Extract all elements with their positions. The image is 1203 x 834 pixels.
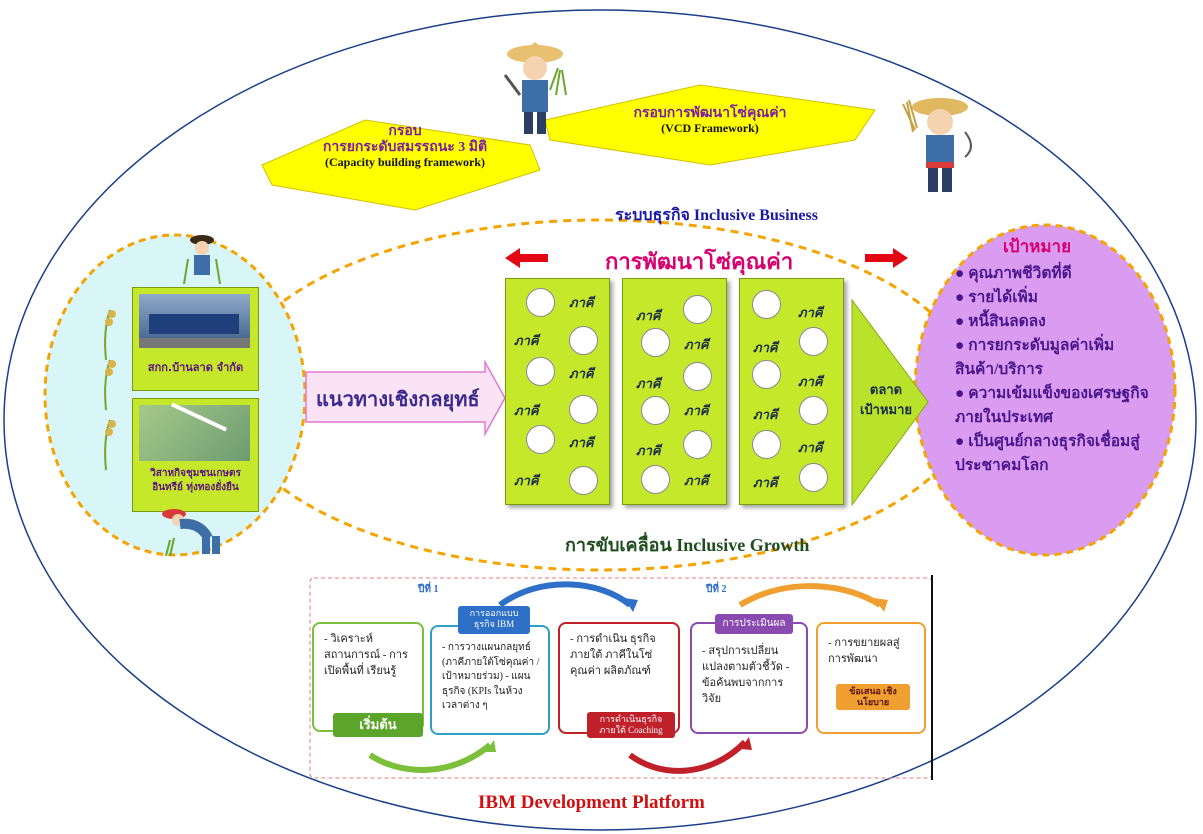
step-start-text: - วิเคราะห์ สถานการณ์ - การเปิดพื้นที่ เ…	[324, 633, 408, 677]
partner-label: ภาคี	[569, 435, 594, 450]
partner-circle	[799, 327, 828, 356]
partner-circle	[641, 396, 670, 425]
step-start-tag: เริ่มต้น	[333, 713, 423, 737]
capacity-line3: (Capacity building framework)	[325, 155, 485, 170]
target-market-label: ตลาด เป้าหมาย	[852, 380, 920, 419]
vcd-line1: กรอบการพัฒนาโซ่คุณค่า	[633, 106, 787, 121]
goal-circle	[913, 223, 1177, 557]
goal-item-text: การยกระดับมูลค่าเพิ่ม สินค้า/บริการ	[955, 337, 1115, 379]
goal-item-text: เป็นศูนย์กลางธุรกิจเชื่อมสู่ ประชาคมโลก	[955, 433, 1140, 475]
left-red-arrow	[505, 248, 548, 268]
left-partner-2: วิสาหกิจชุมชนเกษตรอินทรีย์ ทุ่งทองยั่งยื…	[132, 398, 259, 512]
capacity-framework-label: กรอบ การยกระดับสมรรถนะ 3 มิติ (Capacity …	[300, 124, 510, 170]
step-evaluate: - สรุปการเปลี่ยน แปลงตามตัวชี้วัด - ข้อค…	[690, 622, 808, 734]
partner-circle	[526, 357, 555, 386]
step-design-tag: การออกแบบ ธุรกิจ IBM	[458, 606, 530, 634]
left-partner-2-label: วิสาหกิจชุมชนเกษตรอินทรีย์ ทุ่งทองยั่งยื…	[150, 468, 241, 493]
step-expand-text: - การขยายผลสู่ การพัฒนา	[828, 637, 900, 665]
partner-label: ภาคี	[798, 374, 823, 389]
year-2-label: ปีที่ 2	[706, 584, 727, 595]
target-market-line2: เป้าหมาย	[859, 401, 913, 417]
partner-column-1	[505, 278, 610, 505]
target-market-arrow	[851, 298, 929, 507]
partner-label: ภาคี	[636, 443, 661, 458]
farmer-figure-right	[902, 98, 972, 192]
capacity-line2: การยกระดับสมรรถนะ 3 มิติ	[322, 140, 488, 156]
goal-item-text: คุณภาพชีวิตที่ดี	[968, 265, 1072, 282]
partner-label: ภาคี	[798, 305, 823, 320]
step-expand: - การขยายผลสู่ การพัฒนา	[816, 622, 926, 734]
partner-label: ภาคี	[636, 308, 661, 323]
partner-circle	[569, 395, 598, 424]
partner-label: ภาคี	[684, 337, 709, 352]
partner-circle	[683, 430, 712, 459]
partner-circle	[752, 290, 781, 319]
partner-circle	[752, 430, 781, 459]
step-operate-text: - การดำเนิน ธุรกิจภายใต้ ภาคีในโซ่คุณค่า…	[570, 633, 656, 677]
step-operate-tag: การดำเนินธุรกิจ ภายใต้ Coaching	[587, 712, 675, 738]
vcd-diamond	[544, 84, 876, 166]
step-design-text: - การวางแผนกลยุทธ์ (ภาคีภายใต้โซ่คุณค่า …	[442, 642, 540, 711]
partner-circle	[526, 288, 555, 317]
partner-circle	[752, 360, 781, 389]
partner-circle	[526, 425, 555, 454]
partner-circle	[799, 396, 828, 425]
partner-label: ภาคี	[753, 340, 778, 355]
farmer-figure-top	[503, 42, 567, 134]
year-1-label: ปีที่ 1	[418, 584, 439, 595]
goal-list: ● คุณภาพชีวิตที่ดี ● รายได้เพิ่ม ● หนี้ส…	[955, 262, 1155, 478]
right-red-arrow	[865, 248, 908, 268]
partner-circle	[569, 326, 598, 355]
strategy-arrow	[305, 359, 506, 437]
step-evaluate-text: - สรุปการเปลี่ยน แปลงตามตัวชี้วัด - ข้อค…	[702, 645, 790, 705]
partner-label: ภาคี	[753, 475, 778, 490]
partner-label: ภาคี	[684, 473, 709, 488]
step-design: - การวางแผนกลยุทธ์ (ภาคีภายใต้โซ่คุณค่า …	[430, 625, 550, 735]
partner-circle	[641, 465, 670, 494]
value-chain-title: การพัฒนาโซ่คุณค่า	[605, 249, 794, 274]
farmer-bending	[162, 509, 220, 557]
partner-label: ภาคี	[514, 473, 539, 488]
goal-item-text: ความเข้มแข็งของเศรษฐกิจ ภายในประเทศ	[955, 385, 1149, 427]
capacity-diamond	[261, 119, 541, 211]
step-expand-tag: ข้อเสนอ เชิงนโยบาย	[836, 684, 910, 710]
partner-circle	[569, 466, 598, 495]
partner-circle	[799, 463, 828, 492]
partner-label: ภาคี	[514, 333, 539, 348]
partner-circle	[641, 328, 670, 357]
goal-item: ● หนี้สินลดลง	[955, 313, 1046, 331]
bank-photo	[139, 294, 250, 348]
goal-item: ● ความเข้มแข็งของเศรษฐกิจ ภายในประเทศ	[955, 385, 1149, 427]
partner-label: ภาคี	[569, 295, 594, 310]
goal-item: ● คุณภาพชีวิตที่ดี	[955, 265, 1072, 282]
goal-item: ● เป็นศูนย์กลางธุรกิจเชื่อมสู่ ประชาคมโล…	[955, 433, 1140, 475]
goal-item-text: รายได้เพิ่ม	[968, 289, 1038, 307]
partner-label: ภาคี	[514, 403, 539, 418]
inclusive-growth-label: การขับเคลื่อน Inclusive Growth	[565, 535, 810, 555]
goal-item: ● รายได้เพิ่ม	[955, 289, 1038, 307]
platform-title: IBM Development Platform	[478, 792, 705, 813]
partner-label: ภาคี	[569, 366, 594, 381]
map-photo	[139, 402, 250, 461]
farmer-small-top	[183, 235, 221, 285]
partner-label: ภาคี	[753, 407, 778, 422]
vcd-line2: (VCD Framework)	[661, 121, 759, 136]
step-evaluate-tag: การประเมินผล	[715, 614, 793, 634]
vcd-framework-label: กรอบการพัฒนาโซ่คุณค่า (VCD Framework)	[600, 106, 820, 136]
goal-item-text: หนี้สินลดลง	[968, 313, 1046, 331]
partner-label: ภาคี	[798, 440, 823, 455]
left-partner-1-label: สกก.บ้านลาด จำกัด	[147, 361, 244, 374]
goal-title: เป้าหมาย	[1003, 237, 1072, 256]
inclusive-business-label: ระบบธุรกิจ Inclusive Business	[615, 207, 818, 224]
target-market-line1: ตลาด	[869, 382, 903, 397]
partner-circle	[683, 362, 712, 391]
goal-item: ● การยกระดับมูลค่าเพิ่ม สินค้า/บริการ	[955, 337, 1115, 379]
capacity-line1: กรอบ	[388, 124, 422, 139]
rice-stalks	[104, 309, 116, 471]
strategy-label: แนวทางเชิงกลยุทธ์	[316, 389, 480, 411]
partner-circle	[683, 295, 712, 324]
partner-label: ภาคี	[636, 376, 661, 391]
left-partner-1: สกก.บ้านลาด จำกัด	[132, 287, 259, 391]
partner-label: ภาคี	[684, 403, 709, 418]
